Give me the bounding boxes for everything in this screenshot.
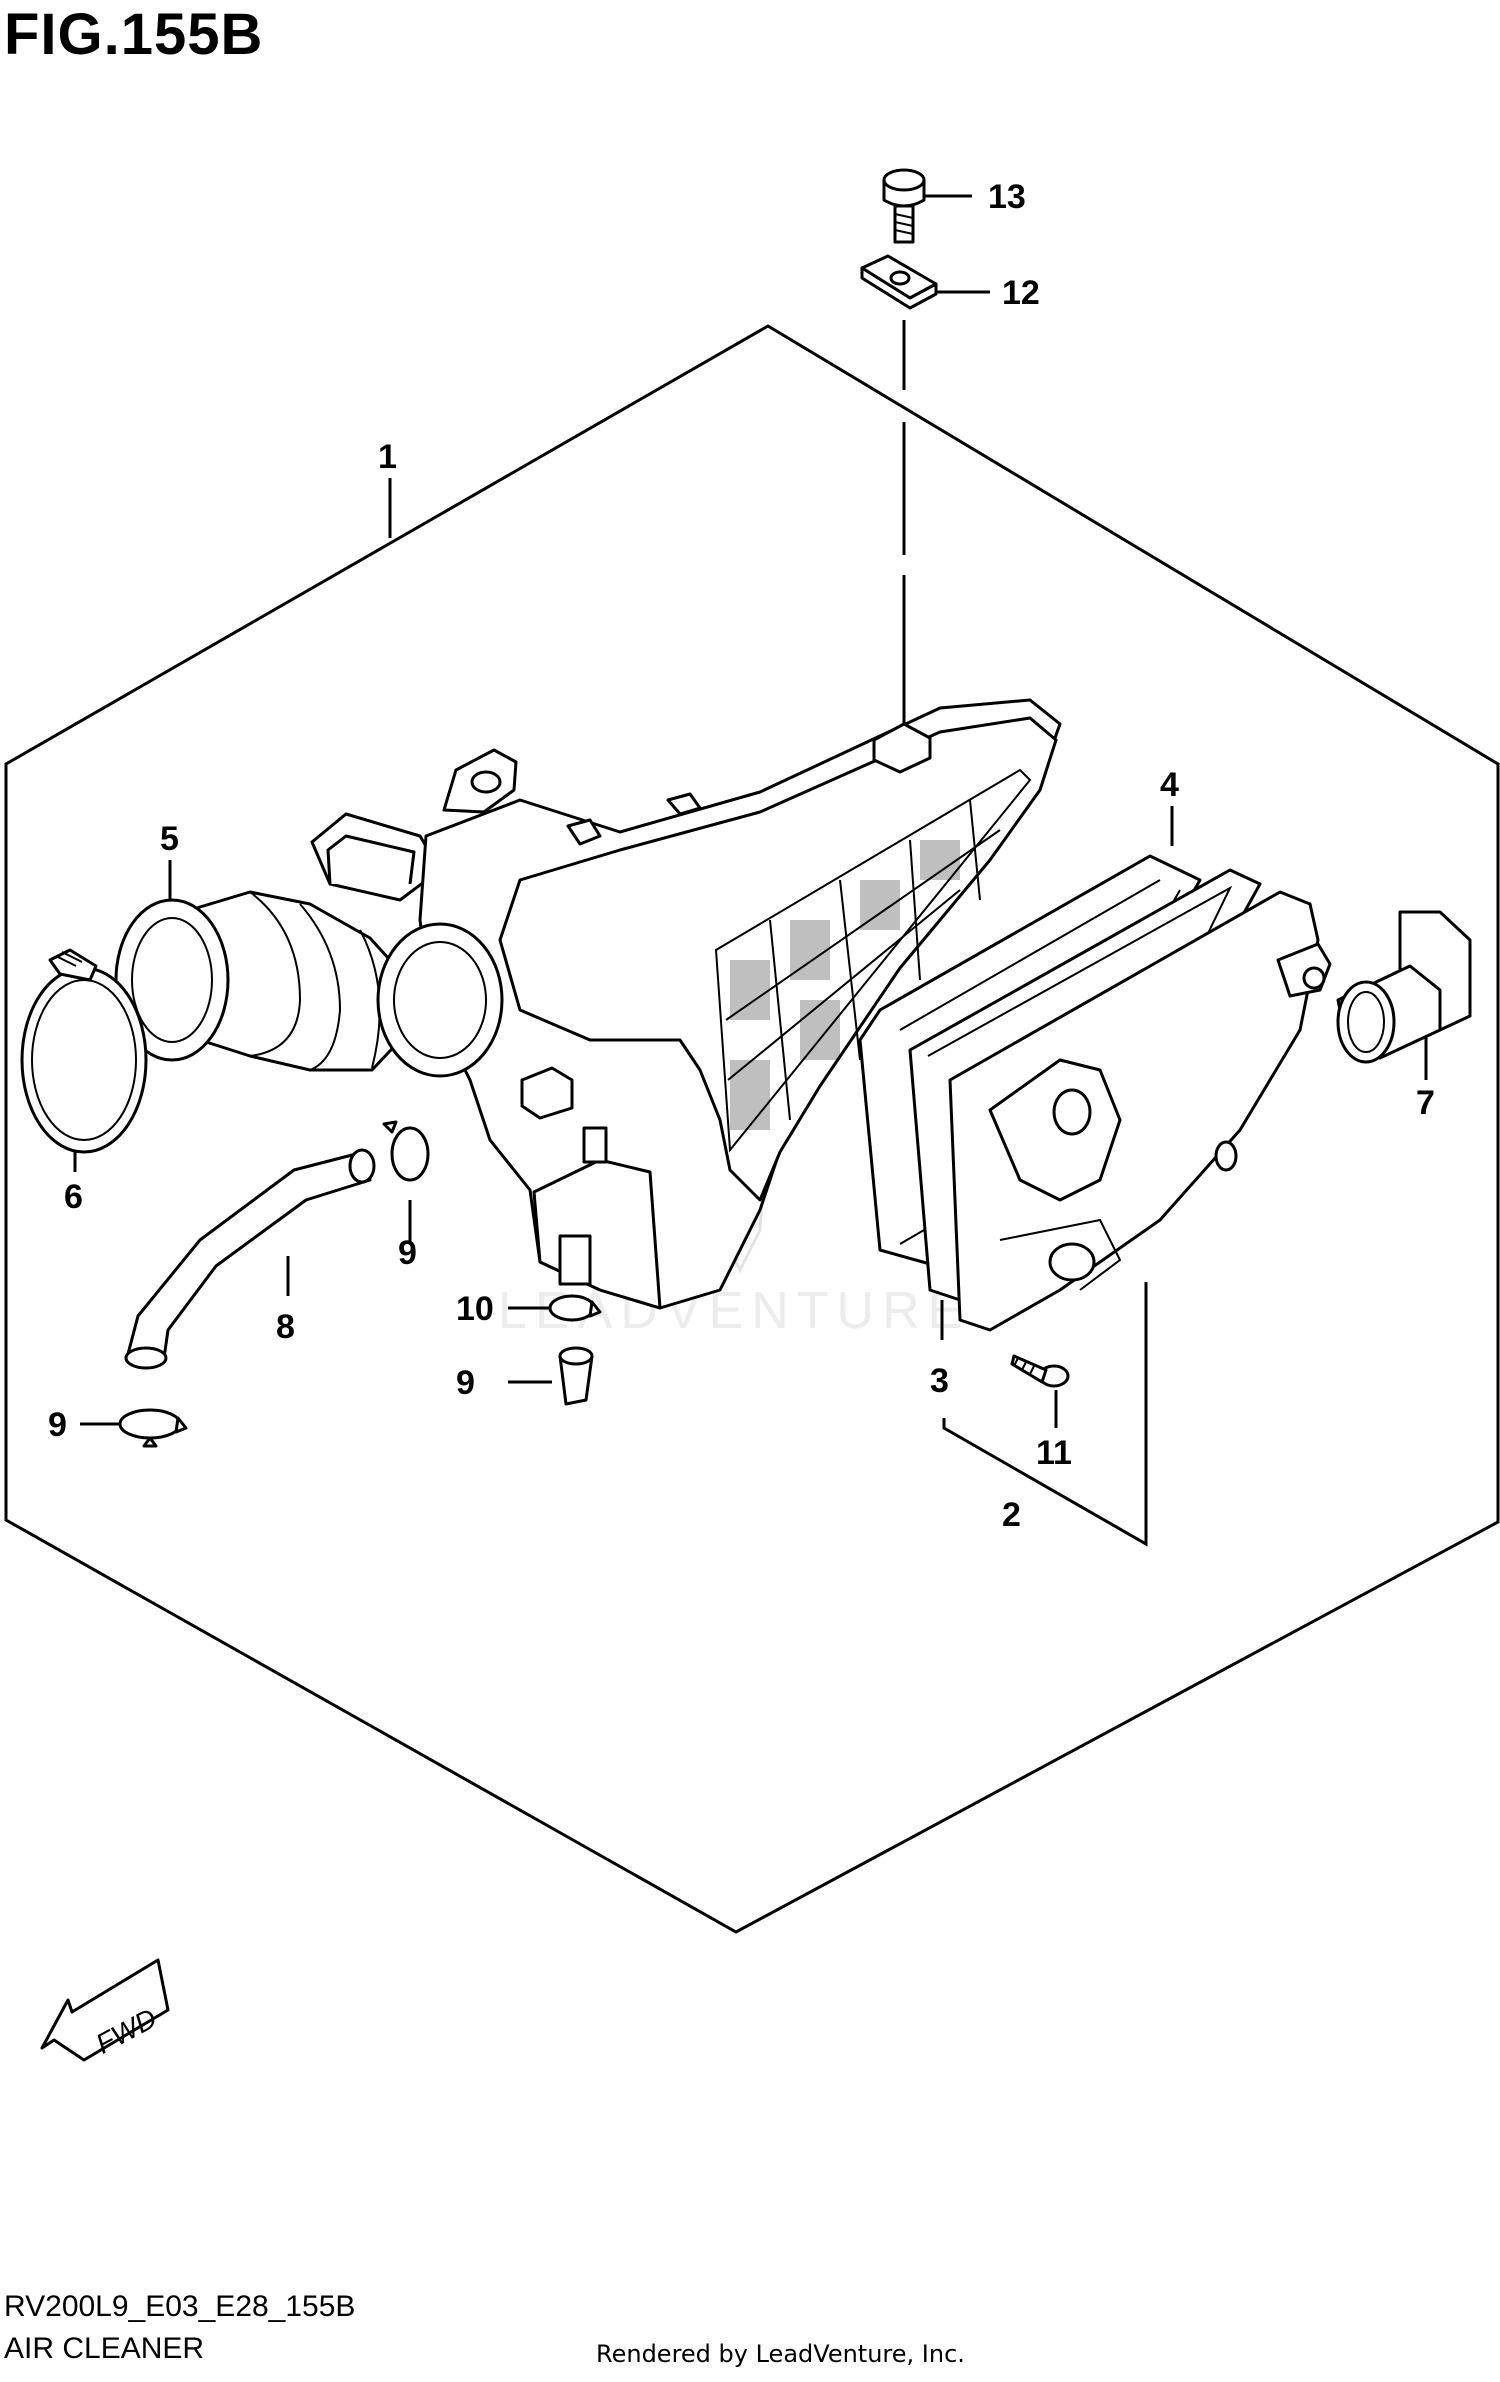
clamp-part-9-upper [382, 1120, 430, 1182]
clamp-part-9-lower [118, 1408, 188, 1448]
callout-4: 4 [1160, 766, 1179, 804]
outlet-tube-part-5 [114, 890, 504, 1078]
leader-lines [73, 194, 1428, 1547]
cap-part-10 [558, 1346, 594, 1406]
clamp-part-11 [548, 1294, 602, 1322]
callout-2: 2 [1002, 1496, 1021, 1534]
callout-14: 13 [988, 178, 1026, 216]
nut-part-13 [860, 254, 938, 310]
diagram-name: AIR CLEANER [4, 2332, 205, 2365]
inlet-part-7 [1336, 910, 1472, 1064]
clamp-part-6 [20, 948, 148, 1154]
assembly-outline [4, 324, 1500, 1934]
hose-part-8 [124, 1148, 376, 1370]
callout-1: 1 [378, 438, 397, 476]
callout-6: 6 [64, 1178, 83, 1216]
render-credit: Rendered by LeadVenture, Inc. [596, 2340, 965, 2368]
callout-9-lower: 9 [48, 1406, 67, 1444]
callout-7: 7 [1416, 1084, 1435, 1122]
callout-5: 5 [160, 820, 179, 858]
air-cleaner-box-part-1 [310, 698, 1062, 1310]
callouts: 1 13 12 4 5 7 6 9 8 10 9 9 3 11 2 [48, 178, 1435, 1534]
callout-13: 12 [1002, 274, 1040, 312]
diagram-code: RV200L9_E03_E28_155B [4, 2290, 356, 2323]
callout-3: 3 [930, 1362, 949, 1400]
figure-title: FIG.155B [4, 2, 264, 67]
callout-11: 10 [456, 1290, 494, 1328]
callout-12: 11 [1036, 1434, 1072, 1472]
filter-mesh [730, 840, 960, 1130]
callout-10: 9 [456, 1364, 475, 1402]
callout-9-upper: 9 [398, 1234, 417, 1272]
bolt-part-14 [882, 168, 926, 244]
cap-part-2 [948, 890, 1332, 1332]
screw-part-12 [1010, 1354, 1070, 1388]
callout-8: 8 [276, 1308, 295, 1346]
fwd-arrow: FWD [40, 1958, 170, 2062]
